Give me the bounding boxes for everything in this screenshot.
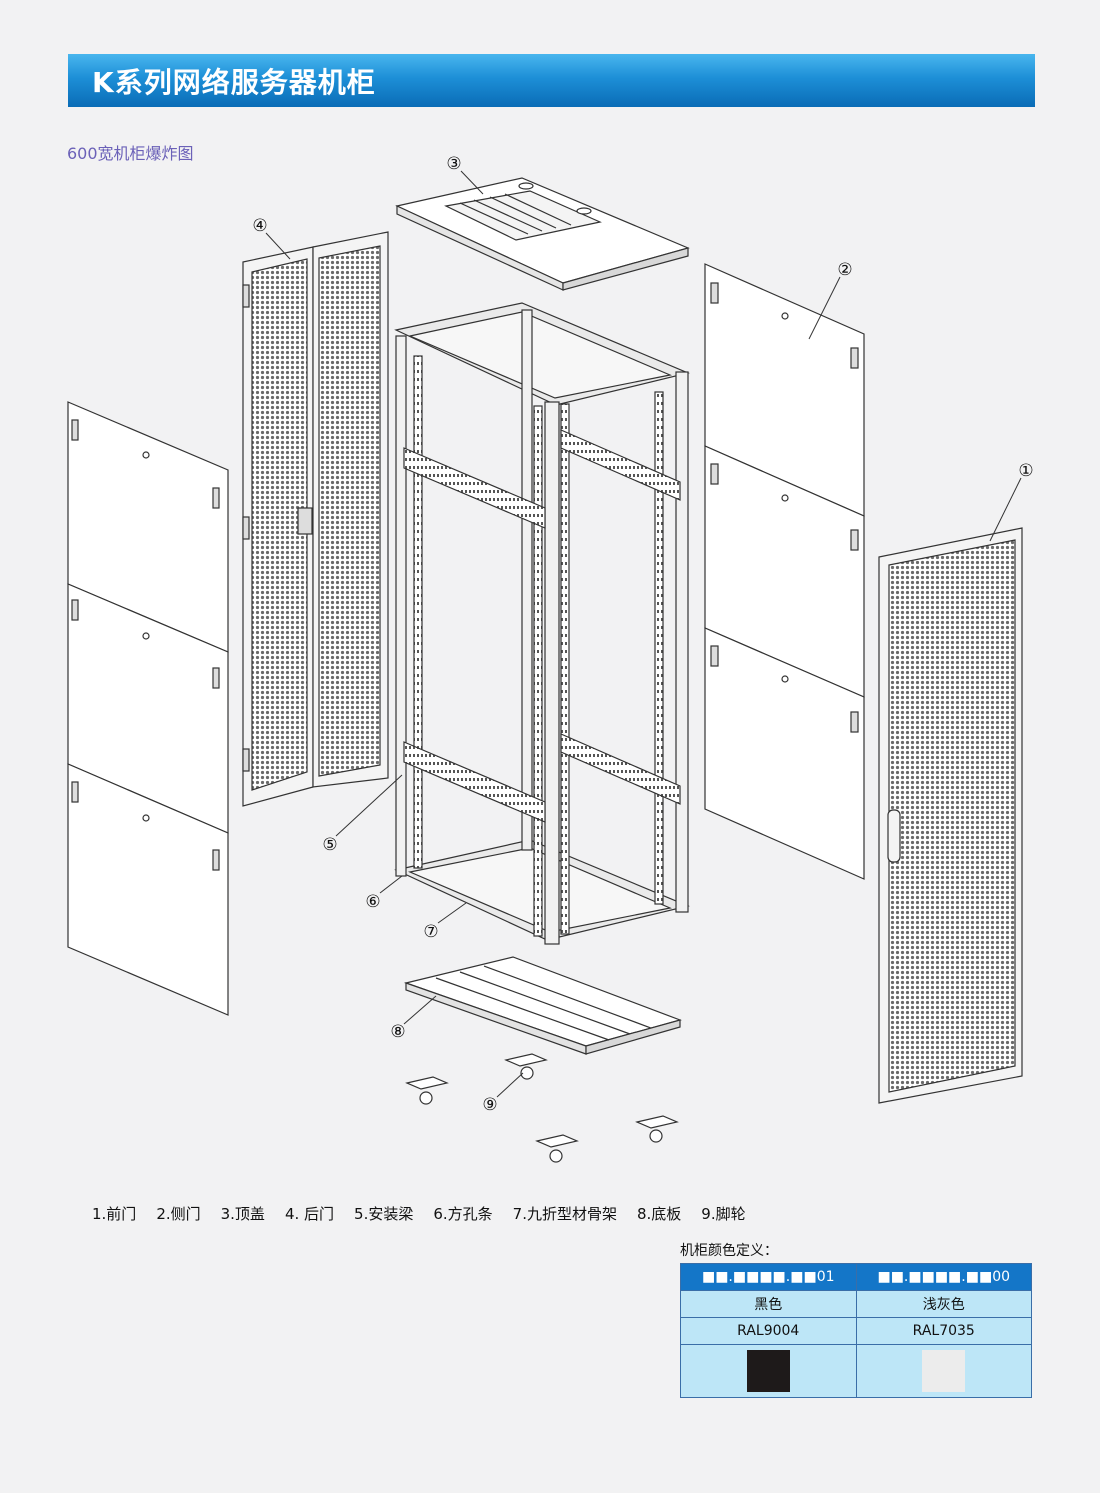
- callouts: ③ ④ ② ① ⑤ ⑥ ⑦ ⑧ ⑨: [252, 154, 1033, 1115]
- color-name: 黑色: [680, 1290, 857, 1318]
- top-cover: [395, 177, 690, 291]
- color-name: 浅灰色: [855, 1290, 1032, 1318]
- title-bar: K系列网络服务器机柜: [68, 54, 1035, 107]
- callout-5: ⑤: [322, 835, 337, 855]
- legend-item: 1.前门: [92, 1205, 137, 1223]
- callout-7: ⑦: [423, 922, 438, 942]
- legend-item: 6.方孔条: [433, 1205, 493, 1223]
- casters: [405, 1053, 679, 1163]
- color-definition-table: ■■.■■■■.■■01 ■■.■■■■.■■00 黑色 浅灰色 RAL9004…: [680, 1263, 1032, 1398]
- legend-item: 7.九折型材骨架: [512, 1205, 617, 1223]
- legend-item: 4. 后门: [284, 1205, 335, 1223]
- color-code: ■■.■■■■.■■01: [680, 1263, 857, 1291]
- light-gray-swatch: [922, 1350, 966, 1392]
- callout-8: ⑧: [390, 1022, 405, 1042]
- legend-item: 2.侧门: [156, 1205, 201, 1223]
- cabinet-frame: [394, 302, 690, 945]
- legend-item: 8.底板: [636, 1205, 682, 1223]
- exploded-diagram: ③ ④ ② ① ⑤ ⑥ ⑦ ⑧ ⑨: [67, 154, 1034, 1163]
- legend-item: 5.安装梁: [354, 1205, 414, 1223]
- rear-door: [242, 231, 389, 807]
- diagram-subtitle: 600宽机柜爆炸图: [67, 144, 194, 163]
- callout-3: ③: [446, 154, 461, 174]
- legend-item: 3.顶盖: [220, 1205, 265, 1223]
- caster-1: [405, 1076, 449, 1105]
- ral-code: RAL9004: [680, 1317, 857, 1345]
- side-door: [704, 263, 865, 880]
- caster-4: [635, 1115, 679, 1143]
- black-swatch: [746, 1350, 790, 1392]
- caster-3: [535, 1134, 579, 1163]
- page-title: K系列网络服务器机柜: [92, 65, 376, 99]
- caster-2: [504, 1053, 548, 1080]
- leader-lines: [265, 170, 1022, 1098]
- callout-2: ②: [837, 260, 852, 280]
- front-door: [878, 527, 1023, 1104]
- callout-4: ④: [252, 216, 267, 236]
- callout-6: ⑥: [365, 892, 380, 912]
- color-code: ■■.■■■■.■■00: [855, 1263, 1032, 1291]
- swatch-cell: [680, 1344, 857, 1398]
- left-side-panels: [67, 401, 229, 1016]
- swatch-cell: [855, 1344, 1032, 1398]
- parts-legend: 1.前门 2.侧门 3.顶盖 4. 后门 5.安装梁 6.方孔条 7.九折型材骨…: [92, 1203, 766, 1224]
- legend-item: 9.脚轮: [701, 1205, 746, 1223]
- ral-code: RAL7035: [855, 1317, 1032, 1345]
- bottom-plate: [403, 956, 682, 1055]
- callout-9: ⑨: [482, 1095, 497, 1115]
- color-definition-caption: 机柜颜色定义：: [680, 1243, 778, 1259]
- callout-1: ①: [1018, 461, 1033, 481]
